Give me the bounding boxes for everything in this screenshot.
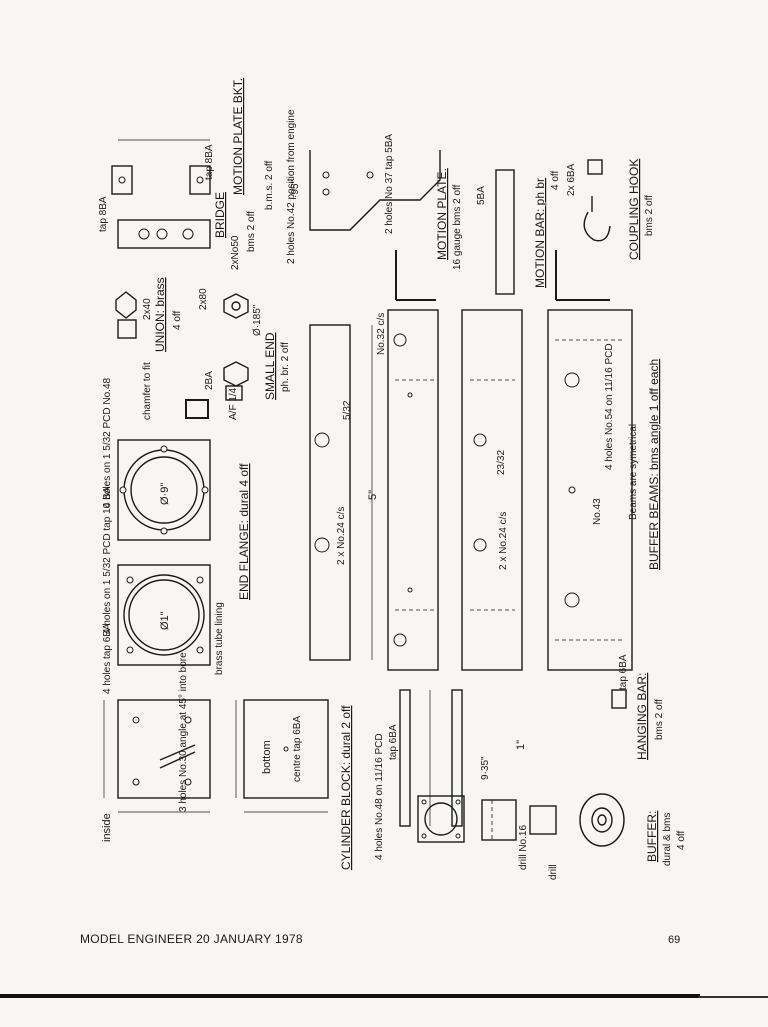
- motion-bar-title: MOTION BAR: ph br: [533, 178, 547, 288]
- dim-23-32: 23/32: [496, 450, 507, 475]
- bridge-title: BRIDGE: [213, 192, 227, 238]
- small-end-drawing: [115, 291, 249, 401]
- cylinder-block-drawing: [103, 699, 329, 813]
- twoba-label: 2BA: [204, 371, 215, 390]
- end-flange-drawing: [117, 399, 211, 666]
- two-x-no24-b: 2 x No.24 c/s: [498, 512, 509, 570]
- cylinder-block-title: CYLINDER BLOCK: dural 2 off: [339, 705, 353, 870]
- dim-5-32: 5/32: [342, 400, 353, 420]
- twox40-label: 2x40: [142, 298, 153, 320]
- buffer-material: dural & bms: [662, 813, 673, 866]
- twoxno50-label: 2xNo50: [230, 235, 241, 270]
- dia-1-label: Ø1": [159, 611, 171, 630]
- four-holes-tap-note: 4 holes tap 6BA: [102, 623, 113, 694]
- dia935-label: 9·35": [480, 756, 491, 780]
- motion-bar-drawing: [495, 159, 611, 301]
- motion-plate-bkt-title: MOTION PLATE BKT.: [231, 78, 245, 195]
- twox80-label: 2x80: [198, 288, 209, 310]
- dot95-label: ·95": [290, 180, 301, 198]
- six-ba-label: 2x 6BA: [566, 163, 577, 196]
- four-holes-no48-buffer: 4 holes No.48 on 11/16 PCD: [374, 733, 385, 860]
- page-number: 69: [668, 934, 681, 946]
- motion-plate-title: MOTION PLATE:: [435, 168, 449, 260]
- buffer-drawing: [417, 793, 625, 847]
- union-off: 4 off: [172, 311, 183, 330]
- drill-label: drill: [548, 864, 559, 880]
- four-holes-no54-note: 4 holes No.54 on 11/16 PCD: [604, 343, 615, 470]
- motion-plate-drawing: [309, 150, 441, 301]
- buffer-title: BUFFER:: [645, 811, 659, 862]
- tap8ba-label: tap 8BA: [98, 196, 109, 232]
- motion-bar-off: 4 off: [550, 171, 561, 190]
- beams-symmetrical-note: Beams are symetrical: [628, 424, 639, 520]
- two-holes-no42-note: 2 holes No.42 position from engine: [286, 109, 297, 264]
- hanging-bar-title: HANGING BAR:: [635, 673, 649, 760]
- bottom-rule-end: [698, 996, 768, 998]
- three-holes-note: 3 holes No.30 angle at 45° into bore: [178, 652, 189, 812]
- no43-label: No.43: [592, 498, 603, 525]
- buffer-beams-title: BUFFER BEAMS: bms angle 1 off each: [647, 359, 661, 570]
- footer-publication: MODEL ENGINEER 20 JANUARY 1978: [80, 932, 303, 946]
- holes-pcd-10ba-note: 4 holes on 1 5/32 PCD tap 10 BA: [102, 486, 113, 634]
- tap6ba-hb-label: tap 6BA: [618, 654, 629, 690]
- tap8ba-b-label: tap 8BA: [204, 144, 215, 180]
- hanging-bar-drawing: [399, 689, 627, 827]
- bottom-label: bottom: [261, 740, 273, 774]
- chamfer-note: chamfer to fit: [142, 362, 153, 420]
- hanging-bar-material: bms 2 off: [654, 699, 665, 740]
- motion-plate-bkt-material: b.m.s. 2 off: [264, 160, 275, 210]
- fiveba-label: 5BA: [476, 186, 487, 205]
- no32-label: No.32 c/s: [376, 313, 387, 355]
- dim-5in: 5": [367, 490, 379, 500]
- drill-no16-label: drill No.16: [518, 825, 529, 870]
- centre-tap-note: centre tap 6BA: [292, 716, 303, 782]
- af-label: A/F 1/4: [228, 387, 239, 420]
- dim-1in: 1": [515, 740, 527, 750]
- dia-185-label: Ø·185": [252, 304, 263, 336]
- end-flange-title: END FLANGE: dural 4 off: [237, 463, 251, 600]
- holes-pcd-no48-note: 4 holes on 1 5/32 PCD No.48: [102, 377, 113, 508]
- two-holes-no37-note: 2 holes No 37 tap 5BA: [384, 134, 395, 234]
- buffer-beams-drawing: [309, 309, 633, 671]
- bottom-rule: [0, 994, 700, 998]
- tap6ba-side-label: tap 6BA: [388, 724, 399, 760]
- bridge-material: bms 2 off: [246, 211, 257, 252]
- buffer-off: 4 off: [676, 831, 687, 850]
- dia-9-label: Ø·9": [159, 483, 171, 505]
- inside-note: inside: [101, 813, 113, 842]
- motion-plate-material: 16 gauge bms 2 off: [452, 184, 463, 270]
- brass-tube-note: brass tube lining: [214, 602, 225, 675]
- coupling-hook-title: COUPLING HOOK: [627, 159, 641, 260]
- small-end-title: SMALL END: [263, 332, 277, 400]
- bridge-drawing: [111, 139, 211, 249]
- two-x-no24-a: 2 x No.24 c/s: [336, 507, 347, 565]
- small-end-material: ph. br. 2 off: [280, 342, 291, 392]
- coupling-hook-material: bms 2 off: [644, 195, 655, 236]
- union-title: UNION: brass: [153, 277, 167, 352]
